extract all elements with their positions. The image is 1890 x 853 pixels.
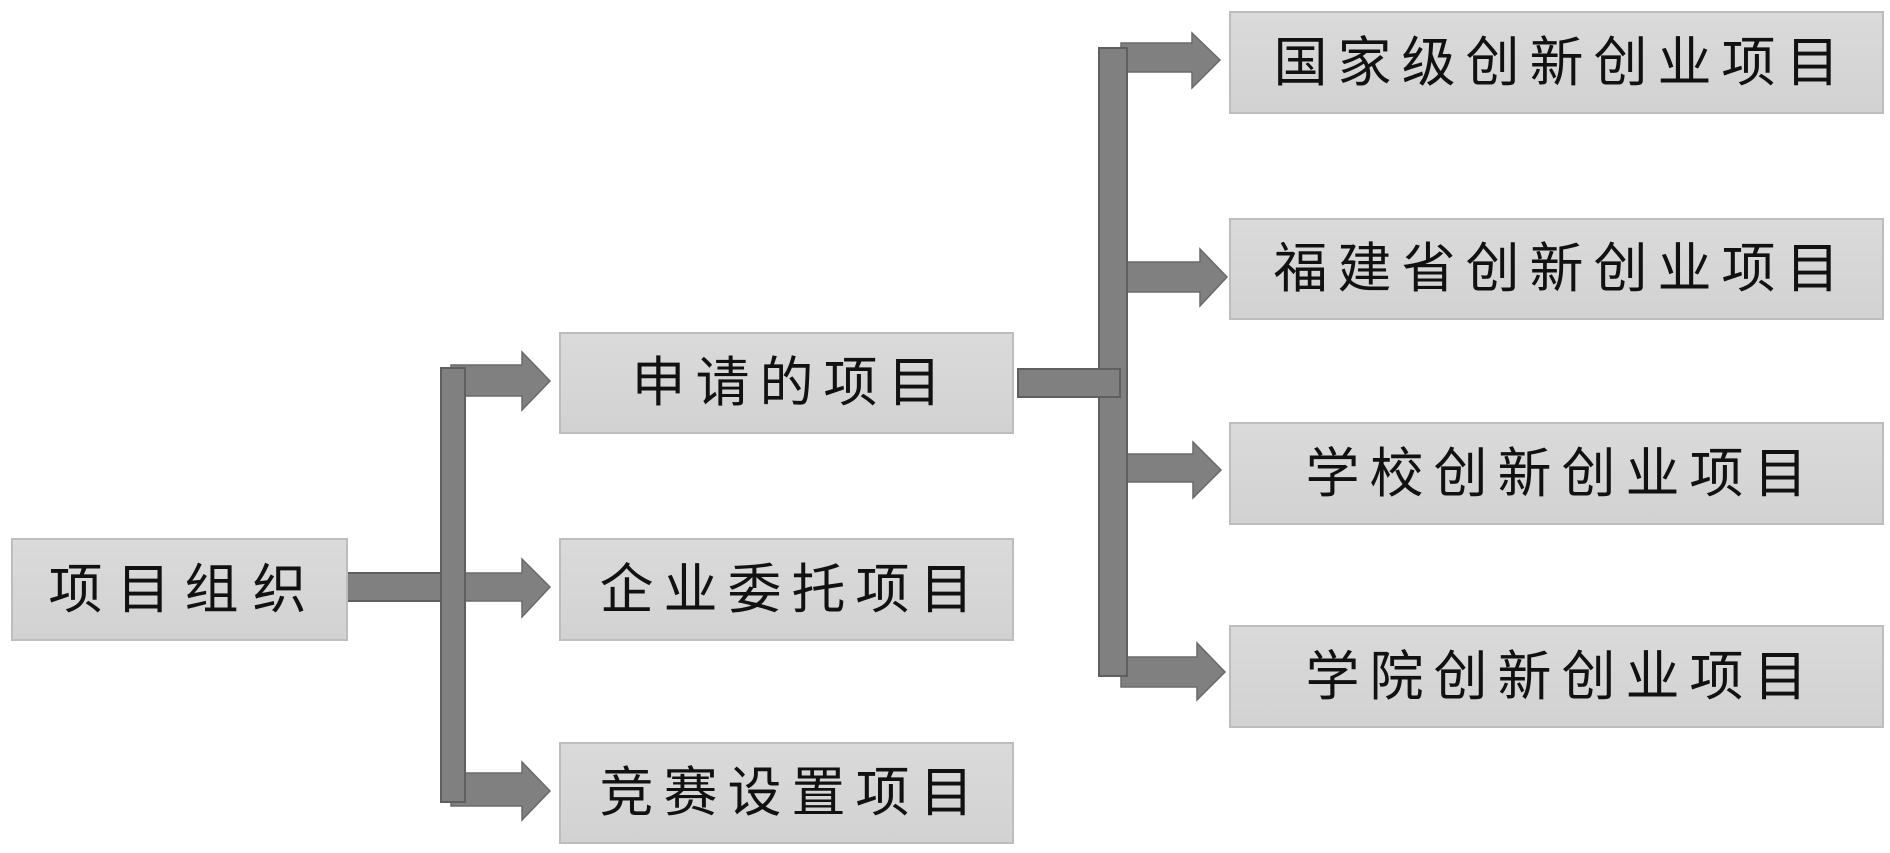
- arrow-to-leaf-1: [1126, 247, 1229, 308]
- left-trunk-bar-overlay: [440, 367, 466, 803]
- arrow-to-leaf-2: [1126, 440, 1223, 500]
- arrow-to-mid-2: [450, 760, 552, 822]
- node-label: 国家级创新创业项目: [1273, 30, 1850, 94]
- node-national-innovation-projects: 国家级创新创业项目: [1229, 11, 1884, 114]
- node-label: 项目组织: [48, 557, 321, 621]
- node-label: 申请的项目: [631, 351, 952, 414]
- node-label: 学院创新创业项目: [1305, 644, 1818, 708]
- arrow-to-leaf-3: [1120, 641, 1227, 702]
- node-university-innovation-projects: 学校创新创业项目: [1229, 422, 1884, 525]
- node-label: 竞赛设置项目: [599, 761, 984, 824]
- root-node-project-organization: 项目组织: [11, 538, 348, 641]
- node-label: 福建省创新创业项目: [1273, 237, 1850, 300]
- node-applied-projects: 申请的项目: [559, 332, 1014, 434]
- node-label: 企业委托项目: [599, 557, 984, 621]
- node-label: 学校创新创业项目: [1305, 441, 1818, 505]
- arrow-to-mid-1: [464, 557, 552, 619]
- node-fujian-provincial-innovation-projects: 福建省创新创业项目: [1229, 218, 1884, 320]
- arrow-to-leaf-0: [1120, 31, 1222, 90]
- node-college-innovation-projects: 学院创新创业项目: [1229, 625, 1884, 728]
- node-competition-projects: 竞赛设置项目: [559, 742, 1014, 844]
- right-trunk-bar-overlay: [1098, 47, 1128, 677]
- root-connector: [346, 572, 443, 602]
- node-enterprise-commissioned-projects: 企业委托项目: [559, 538, 1014, 641]
- mid-0-connector-overlay: [1017, 368, 1121, 398]
